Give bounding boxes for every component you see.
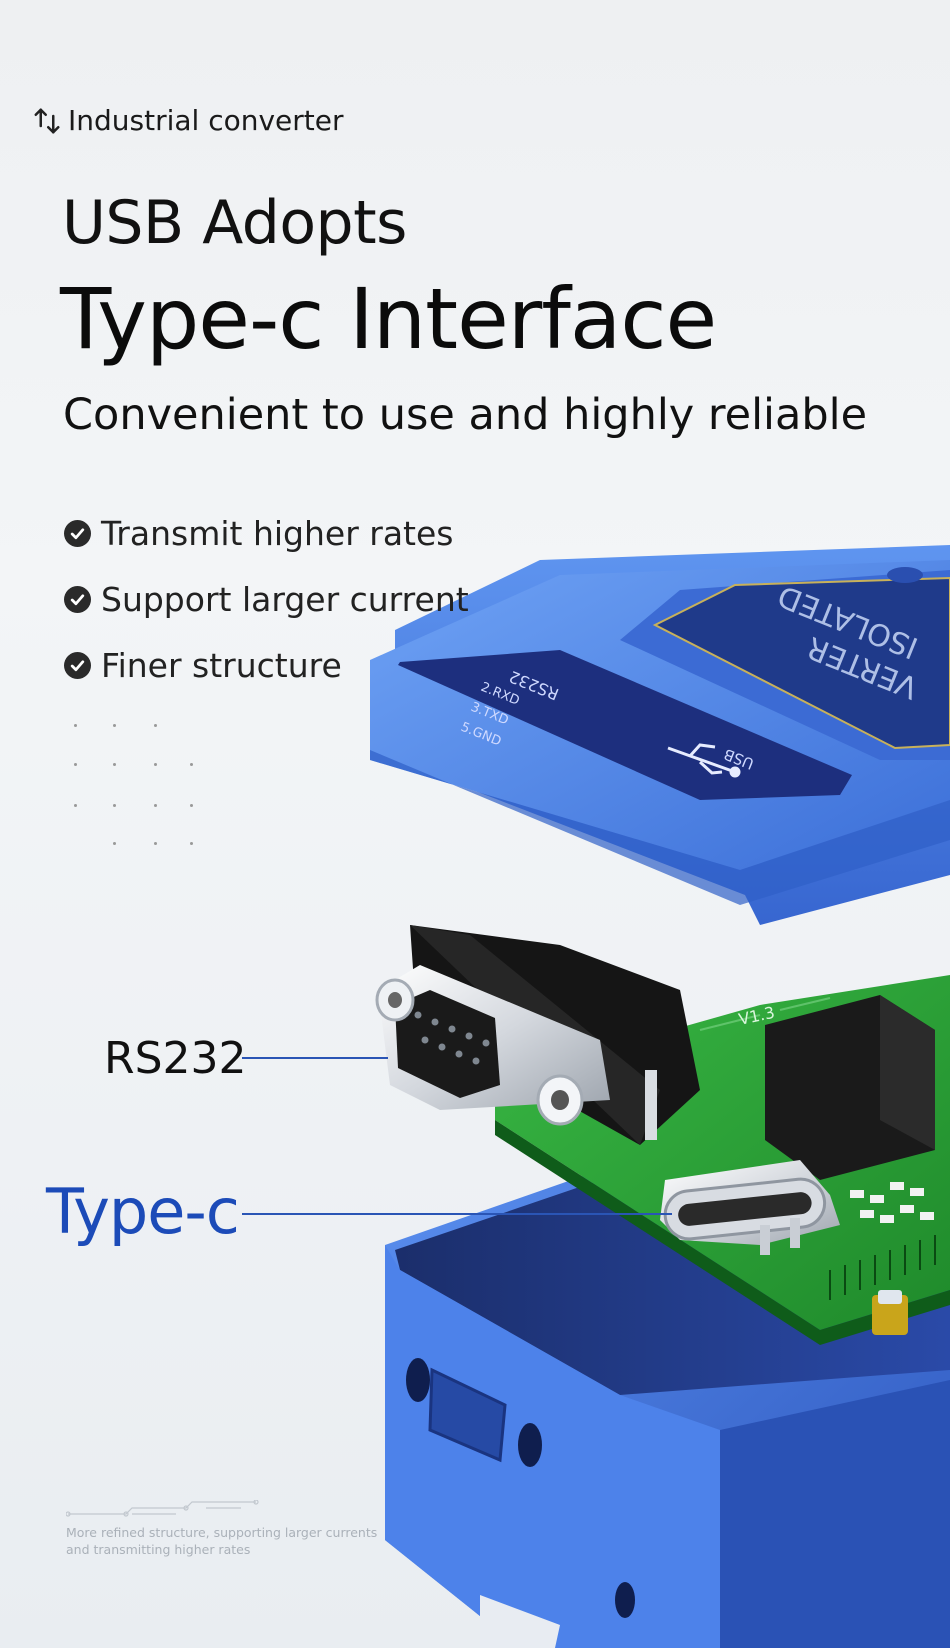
feature-item: Support larger current [64, 566, 469, 632]
check-circle-icon [64, 585, 91, 613]
feature-label: Finer structure [101, 645, 342, 685]
brand: Industrial converter [32, 104, 344, 137]
feature-item: Finer structure [64, 632, 469, 698]
typec-callout-line [242, 1213, 672, 1215]
feature-item: Transmit higher rates [64, 500, 469, 566]
typec-callout-label: Type-c [46, 1175, 240, 1248]
top-lid [370, 545, 950, 925]
rs232-callout-label: RS232 [104, 1033, 247, 1084]
refresh-arrows-icon [34, 108, 60, 133]
check-circle-icon [64, 519, 91, 547]
heading-line1: USB Adopts [62, 188, 407, 258]
footnote: More refined structure, supporting large… [66, 1525, 378, 1557]
subtitle: Convenient to use and highly reliable [63, 390, 868, 440]
feature-label: Support larger current [101, 579, 469, 619]
heading-line2: Type-c Interface [60, 270, 717, 368]
type-c-port [660, 1160, 840, 1255]
usb-symbol-icon [667, 743, 741, 778]
brand-label: Industrial converter [68, 104, 344, 137]
rs232-callout-line [242, 1057, 388, 1059]
circuit-trace-icon [66, 1500, 259, 1517]
db9-connector [375, 925, 700, 1145]
check-circle-icon [64, 651, 91, 679]
feature-label: Transmit higher rates [101, 513, 454, 553]
feature-list: Transmit higher rates Support larger cur… [64, 500, 469, 698]
decorative-dots [68, 718, 198, 848]
